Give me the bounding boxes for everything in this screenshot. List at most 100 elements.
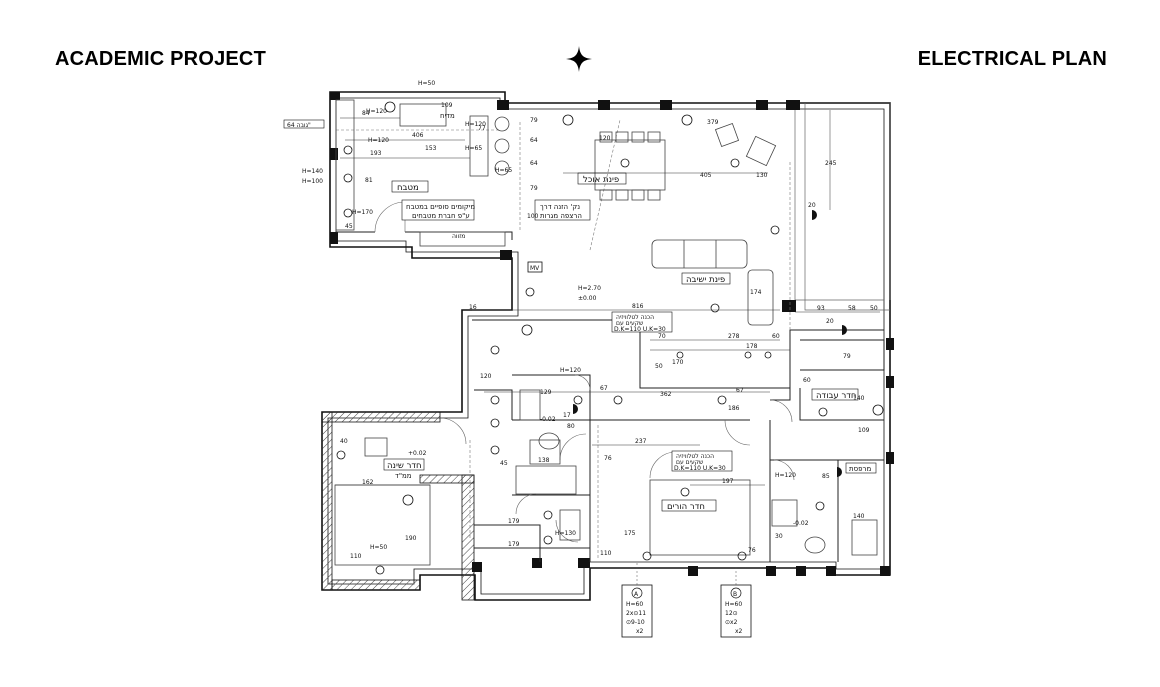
dim-58: 58 [848, 305, 856, 312]
dim-30: 30 [775, 533, 783, 540]
interior-walls [336, 231, 885, 562]
tv2-note-line3: D.K=110 U.K=30 [674, 465, 726, 472]
room-label-bedroom: חדר שינה [387, 461, 422, 471]
room-labels: מטבח פינת אוכל פינת ישיבה חדר שינה ממ"ד … [383, 112, 877, 512]
dim-67a: 67 [600, 385, 608, 392]
height-h50-top: H=50 [418, 80, 435, 87]
dim-50: 50 [870, 305, 878, 312]
dim-17: 17 [563, 412, 571, 419]
height-h120-hall: H=120 [560, 367, 581, 374]
floor-level-2: +0.02 [408, 450, 427, 457]
room-label-service: מרפסת [849, 465, 871, 473]
dim-40: 40 [340, 438, 348, 445]
dim-140: 140 [853, 395, 865, 402]
dim-79c: 79 [843, 353, 851, 360]
dim-84: 84 [362, 110, 370, 117]
dim-130: 130 [756, 172, 768, 179]
height-tag: גובה 64" [287, 122, 311, 129]
four-point-star-icon [566, 46, 592, 72]
door-swings [374, 201, 795, 543]
dim-179a: 179 [508, 518, 520, 525]
dim-67b: 67 [736, 387, 744, 394]
dim-79a: 79 [530, 185, 538, 192]
dim-20b: 20 [826, 318, 834, 325]
height-h120-b: H=120 [465, 121, 486, 128]
dimension-lines [335, 110, 880, 549]
floor-level-4: -0.02 [793, 520, 809, 527]
dim-77: 77 [478, 125, 486, 132]
room-label-balcony: מדיח [440, 112, 455, 120]
dim-80: 80 [567, 423, 575, 430]
fixture-halfcircles [573, 210, 847, 477]
tv2-note-line2: שקעים עם [676, 459, 703, 466]
legend-left-line3: x2 [636, 628, 644, 635]
height-h140: H=140 [302, 168, 323, 175]
room-label-workroom: חדר עבודה [816, 391, 856, 401]
height-h120-work: H=120 [775, 472, 796, 479]
height-h120-c: H=120 [368, 137, 389, 144]
legend-box-right: B H=60 12⊙ ⊙x2 x2 [720, 584, 752, 638]
sofa [651, 122, 777, 326]
legend-left-line1: 2x⊙11 [626, 610, 646, 617]
dim-245: 245 [825, 160, 837, 167]
dim-140b: 140 [853, 513, 865, 520]
room-label-safe-room: ממ"ד [395, 472, 412, 480]
dim-79b: 79 [530, 117, 538, 124]
dim-45b: 45 [500, 460, 508, 467]
dim-405: 405 [700, 172, 712, 179]
meter-box [527, 261, 543, 273]
tv2-note-line1: הכנה לטלוויזיה [676, 453, 714, 460]
height-h65-a: H=65 [465, 145, 482, 152]
dim-153: 153 [425, 145, 437, 152]
electrical-symbols [336, 101, 884, 575]
dim-110b: 110 [600, 550, 612, 557]
dim-179b: 179 [508, 541, 520, 548]
height-h130: H=130 [555, 530, 576, 537]
dim-85: 85 [822, 473, 830, 480]
legend-right-line2: ⊙x2 [725, 619, 738, 626]
dim-178: 178 [746, 343, 758, 350]
tv-note-line3: D.K=110 U.K=30 [614, 326, 666, 333]
dim-362: 362 [660, 391, 672, 398]
dim-16: 16 [469, 304, 477, 311]
height-h270: H=2.70 [578, 285, 601, 292]
dim-129: 129 [540, 389, 552, 396]
tv-note-line1: הכנה לטלוויזיה [616, 314, 654, 321]
dashed-lines [336, 119, 791, 558]
dim-109: 109 [441, 102, 453, 109]
room-label-living: פינת ישיבה [686, 275, 725, 285]
dim-120: 120 [599, 135, 611, 142]
room-label-dining: פינת אוכל [583, 175, 619, 185]
height-labels: H=50 H=120 H=120 H=120 H=65 H=65 H=140 H… [302, 80, 809, 551]
dim-45: 45 [345, 223, 353, 230]
legend-right-height: H=60 [725, 601, 742, 608]
legend-left-height: H=60 [626, 601, 643, 608]
dim-816: 816 [632, 303, 644, 310]
legend-left-circle: A [634, 591, 639, 598]
floor-level-3: -0.02 [540, 416, 556, 423]
dim-120b: 120 [480, 373, 492, 380]
dim-50b: 50 [655, 363, 663, 370]
dim-110a: 110 [350, 553, 362, 560]
height-h120-a: H=120 [366, 108, 387, 115]
dim-379: 379 [707, 119, 719, 126]
dim-64b: 64 [530, 160, 538, 167]
legend-left-line2: ⊙9-10 [626, 619, 645, 626]
room-label-master: חדר הורים [667, 502, 705, 512]
room-label-pantry: מזווה [452, 233, 465, 240]
legend-right-line1: 12⊙ [725, 610, 738, 617]
dim-193: 193 [370, 150, 382, 157]
dining-note-line2: הרצפה מגרות [540, 212, 582, 220]
page-title-right: ELECTRICAL PLAN [917, 48, 1107, 70]
dining-note-line1: נק' הזנה דרך [540, 203, 580, 211]
legend-right-circle: B [733, 591, 737, 598]
dimension-labels: 109 84 406 193 153 81 45 64 64 79 77 79 … [340, 102, 878, 560]
dim-406: 406 [412, 132, 424, 139]
height-h170: H=170 [352, 209, 373, 216]
height-h65-b: H=65 [495, 167, 512, 174]
dim-237: 237 [635, 438, 647, 445]
floor-level: ±0.00 [578, 295, 597, 302]
dim-162: 162 [362, 479, 374, 486]
dim-76a: 76 [604, 455, 612, 462]
